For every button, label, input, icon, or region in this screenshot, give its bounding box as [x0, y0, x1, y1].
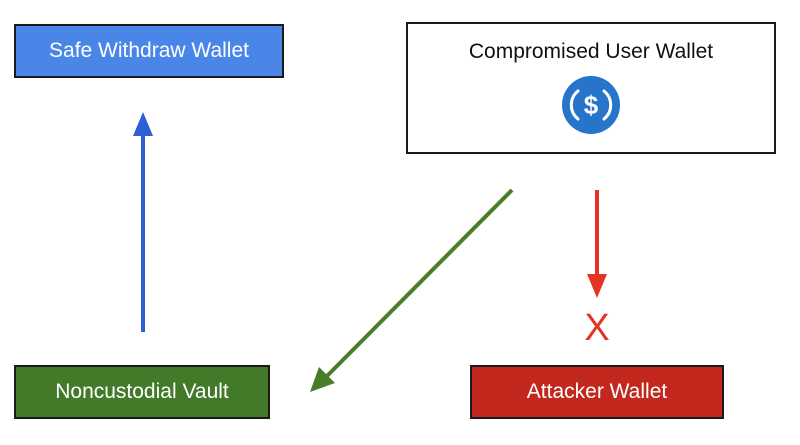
svg-text:$: $	[584, 90, 599, 120]
compromised-user-wallet-node: Compromised User Wallet $	[406, 22, 776, 154]
attacker-wallet-node: Attacker Wallet	[470, 365, 724, 419]
usdc-coin-icon: $	[562, 76, 620, 134]
arrow-user-to-attacker	[587, 190, 607, 298]
safe-withdraw-wallet-node: Safe Withdraw Wallet	[14, 24, 284, 78]
compromised-user-wallet-label: Compromised User Wallet	[468, 40, 714, 63]
arrow-vault-to-safe	[133, 112, 153, 332]
noncustodial-vault-node: Noncustodial Vault	[14, 365, 270, 419]
arrow-user-to-vault	[310, 188, 514, 392]
blocked-x-mark: X	[584, 307, 610, 349]
noncustodial-vault-label: Noncustodial Vault	[55, 380, 229, 403]
attacker-wallet-label: Attacker Wallet	[526, 380, 668, 403]
safe-withdraw-wallet-label: Safe Withdraw Wallet	[49, 39, 249, 62]
